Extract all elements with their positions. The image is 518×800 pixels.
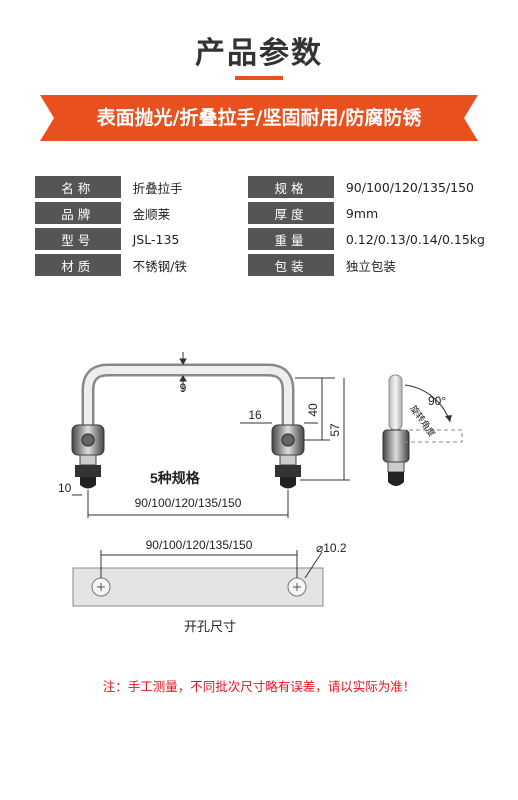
- handle-side-view: [382, 374, 463, 486]
- technical-drawing: 9 16 40 57 10 5种规格 90/100/120/135/150 90…: [58, 352, 463, 634]
- dim-40-label: 40: [306, 403, 320, 417]
- dim-height: [295, 377, 350, 481]
- banner-text: 表面抛光/折叠拉手/坚固耐用/防腐防锈: [96, 107, 422, 129]
- spec-label: 规格: [248, 176, 334, 198]
- spec-value: 金顺莱: [132, 206, 171, 222]
- banner-shape: [40, 95, 478, 141]
- dim-width-label: 90/100/120/135/150: [135, 496, 242, 510]
- spec-value: 不锈钢/铁: [132, 258, 187, 274]
- spec-label: 品牌: [35, 202, 121, 224]
- hole-dimension: [100, 550, 323, 579]
- spec-value: 独立包装: [345, 258, 396, 274]
- handle-front-view: [71, 363, 305, 489]
- dim-diameter: [179, 352, 187, 392]
- spec-label: 重量: [248, 228, 334, 250]
- spec-label: 名称: [35, 176, 121, 198]
- dim-57-label: 57: [328, 423, 342, 437]
- rotation-label: 旋转角度: [408, 403, 438, 439]
- table-row: 材质 不锈钢/铁 包装 独立包装: [35, 254, 485, 276]
- spec-label: 材质: [35, 254, 121, 276]
- spec-value: JSL-135: [132, 231, 180, 247]
- angle-label: 90°: [428, 394, 446, 408]
- page-title: 产品参数: [195, 36, 323, 71]
- disclaimer-note: 注：手工测量，不同批次尺寸略有误差，请以实际为准！: [102, 679, 416, 694]
- spec-label: 型号: [35, 228, 121, 250]
- dim-width: [87, 490, 289, 518]
- spec-value: 9mm: [345, 205, 379, 221]
- table-row: 型号 JSL-135 重量 0.12/0.13/0.14/0.15kg: [35, 228, 485, 250]
- spec-value: 折叠拉手: [132, 180, 183, 196]
- spec-value: 90/100/120/135/150: [345, 179, 475, 195]
- dim-diameter-label: 9: [180, 381, 187, 395]
- table-row: 品牌 金顺莱 厚度 9mm: [35, 202, 485, 224]
- hole-caption: 开孔尺寸: [184, 619, 236, 634]
- feature-banner: 表面抛光/折叠拉手/坚固耐用/防腐防锈: [40, 95, 478, 141]
- hole-width-label: 90/100/120/135/150: [146, 538, 253, 552]
- spec-count: 5种规格: [150, 470, 201, 486]
- spec-value: 0.12/0.13/0.14/0.15kg: [345, 231, 485, 247]
- hole-plate: [72, 567, 324, 607]
- dim-bracket-label: 16: [248, 408, 262, 422]
- spec-label: 包装: [248, 254, 334, 276]
- title-underline: [235, 76, 283, 80]
- spec-label: 厚度: [248, 202, 334, 224]
- table-row: 名称 折叠拉手 规格 90/100/120/135/150: [35, 176, 485, 198]
- dim-10-label: 10: [58, 481, 72, 495]
- spec-table: 名称 折叠拉手 规格 90/100/120/135/150 品牌 金顺莱 厚度 …: [35, 172, 485, 280]
- hole-diameter-label: ⌀10.2: [316, 541, 347, 555]
